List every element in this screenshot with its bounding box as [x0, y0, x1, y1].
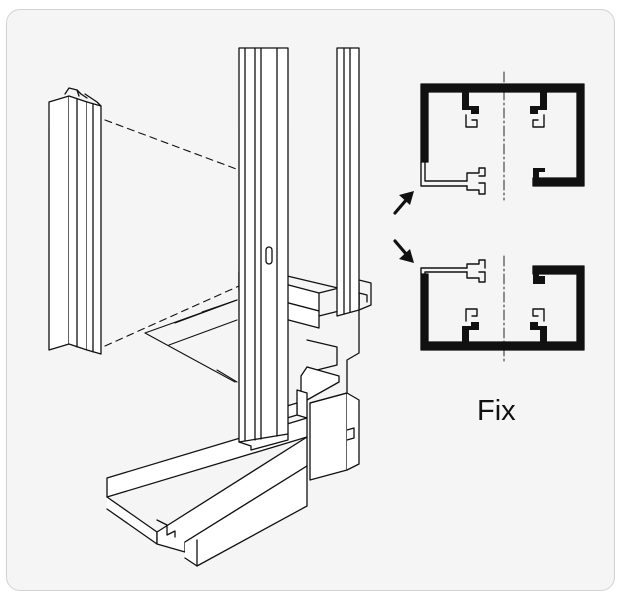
- arrow-down-right-icon: [393, 239, 414, 263]
- base-sill: [106, 417, 308, 567]
- cross-section-bottom: [420, 259, 585, 351]
- arrow-up-right-icon: [393, 191, 414, 215]
- vertical-post: [238, 47, 289, 451]
- cross-section-top: [420, 83, 585, 195]
- vertical-post-rear: [336, 47, 372, 317]
- fix-label: Fix: [477, 395, 516, 427]
- installation-diagram: Fix: [48, 47, 585, 567]
- floor-guide-lines: [144, 299, 238, 383]
- cover-strip: [48, 87, 102, 355]
- diagram-card: Fix: [6, 9, 615, 591]
- alignment-dashes: [104, 119, 240, 347]
- frame-profile: [309, 282, 360, 481]
